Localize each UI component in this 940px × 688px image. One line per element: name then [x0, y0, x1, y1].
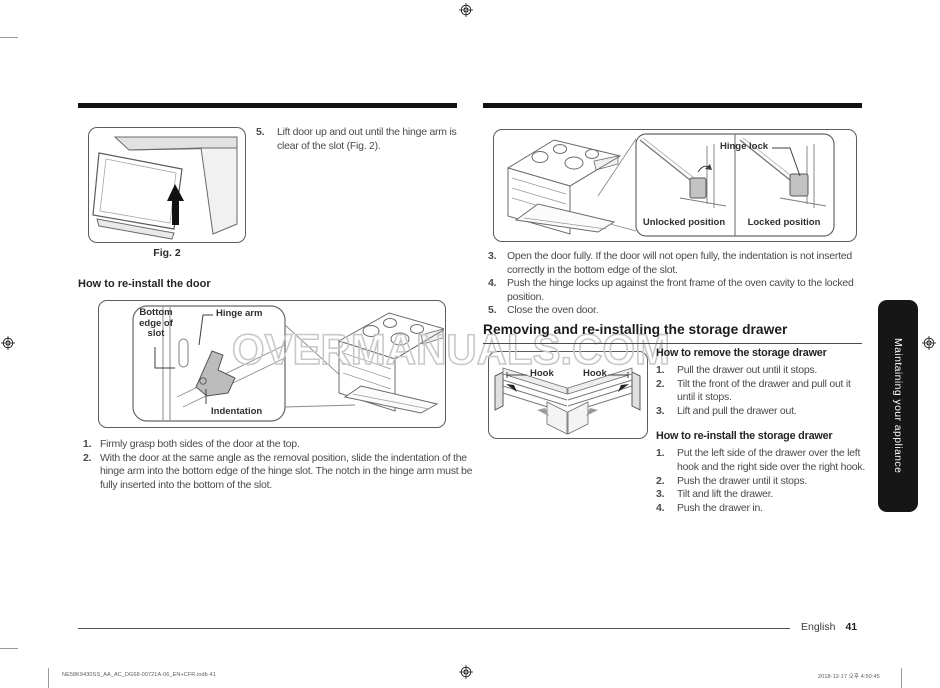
instruction-step: 2. Tilt the front of the drawer and pull… — [656, 378, 868, 405]
subsection-heading: How to remove the storage drawer — [656, 347, 827, 359]
step-text: Close the oven door. — [507, 304, 599, 317]
step-number: 2. — [656, 377, 665, 390]
step-number: 1. — [656, 447, 665, 460]
trim-mark — [0, 37, 18, 38]
step-number: 3. — [656, 404, 665, 417]
instruction-step: 5. Lift door up and out until the hinge … — [256, 126, 462, 153]
subsection-heading: How to re-install the storage drawer — [656, 430, 833, 443]
label-hook-left: Hook — [530, 368, 554, 379]
instruction-step: 5. Close the oven door. — [488, 304, 868, 318]
step-text: Tilt the front of the drawer and pull ou… — [677, 377, 851, 404]
step-text: Tilt and lift the drawer. — [677, 488, 774, 501]
chapter-tab-label: Maintaining your appliance — [892, 338, 904, 474]
door-removal-illustration — [92, 136, 238, 240]
label-hinge-lock: Hinge lock — [720, 141, 769, 152]
step-text: Push the drawer until it stops. — [677, 474, 807, 487]
registration-mark-icon — [1, 336, 15, 350]
fig-door-removal — [88, 127, 246, 243]
column-divider-bar — [78, 103, 457, 108]
instruction-step: 3. Open the door fully. If the door will… — [488, 250, 868, 277]
hinge-lock-illustration — [506, 133, 835, 237]
label-unlocked-position: Unlocked position — [642, 217, 726, 228]
instruction-step: 4. Push the hinge locks up against the f… — [488, 277, 868, 304]
column-divider-bar — [483, 103, 862, 108]
registration-mark-icon — [459, 665, 473, 679]
step-number: 5. — [256, 126, 265, 138]
step-text: Lift door up and out until the hinge arm… — [277, 126, 457, 152]
instruction-step: 3. Tilt and lift the drawer. — [656, 488, 868, 502]
print-timestamp: 2018-12-17 오후 4:50:45 — [818, 674, 880, 680]
step-number: 4. — [488, 277, 497, 290]
storage-drawer-illustration — [494, 367, 641, 435]
trim-mark — [48, 668, 49, 688]
step-text: Lift and pull the drawer out. — [677, 404, 797, 417]
instruction-step: 1. Put the left side of the drawer over … — [656, 447, 868, 474]
registration-mark-icon — [459, 3, 473, 17]
print-file-line: NE58K9430SS_AA_AC_DG68-00721A-06_EN+CFR.… — [62, 672, 216, 678]
fig-storage-drawer-hooks: Hook Hook — [488, 351, 648, 439]
step-text: Pull the drawer out until it stops. — [677, 364, 818, 376]
instruction-step: 4. Push the drawer in. — [656, 502, 868, 516]
label-bottom-edge-of-slot: Bottom edge of slot — [139, 307, 173, 339]
label-locked-position: Locked position — [747, 217, 821, 228]
label-hook-right: Hook — [583, 368, 607, 379]
instruction-step: 1. Pull the drawer out until it stops. — [656, 364, 868, 378]
trim-mark — [0, 648, 18, 649]
footer-page-number: 41 — [845, 621, 858, 633]
chapter-tab-maintaining-your-appliance: Maintaining your appliance — [878, 300, 918, 512]
step-number: 2. — [656, 474, 665, 487]
instruction-step: 2. Push the drawer until it stops. — [656, 475, 868, 489]
step-number: 5. — [488, 304, 497, 317]
subsection-heading: How to re-install the door — [78, 278, 211, 290]
step-number: 3. — [488, 250, 497, 262]
step-number: 3. — [656, 488, 665, 501]
step-text: Push the drawer in. — [677, 501, 763, 514]
step-text: Firmly grasp both sides of the door at t… — [100, 438, 300, 450]
step-text: Push the hinge locks up against the fron… — [507, 277, 854, 303]
step-text: Put the left side of the drawer over the… — [677, 447, 866, 473]
step-text: Open the door fully. If the door will no… — [507, 250, 852, 276]
label-indentation: Indentation — [211, 406, 263, 417]
label-hinge-arm: Hinge arm — [216, 308, 263, 319]
step-text: With the door at the same angle as the r… — [100, 451, 473, 491]
trim-mark — [901, 668, 902, 688]
door-reinstall-illustration — [132, 305, 444, 422]
footer-page-info: English 41 — [801, 621, 857, 633]
step-number: 1. — [656, 364, 665, 376]
instruction-step: 2. With the door at the same angle as th… — [83, 452, 473, 493]
section-heading: Removing and re-installing the storage d… — [483, 322, 862, 344]
figure-caption: Fig. 2 — [153, 247, 181, 259]
fig-hinge-lock-diagram: Hinge lock Unlocked position Locked posi… — [493, 129, 857, 242]
step-number: 2. — [83, 451, 92, 464]
footer-rule — [78, 628, 790, 629]
registration-mark-icon — [922, 336, 936, 350]
step-number: 1. — [83, 438, 92, 450]
step-number: 4. — [656, 501, 665, 514]
instruction-step: 3. Lift and pull the drawer out. — [656, 405, 868, 419]
fig-door-reinstall-diagram: Bottom edge of slot Hinge arm Indentatio… — [98, 300, 446, 428]
instruction-step: 1. Firmly grasp both sides of the door a… — [83, 438, 473, 452]
footer-language: English — [801, 621, 836, 633]
